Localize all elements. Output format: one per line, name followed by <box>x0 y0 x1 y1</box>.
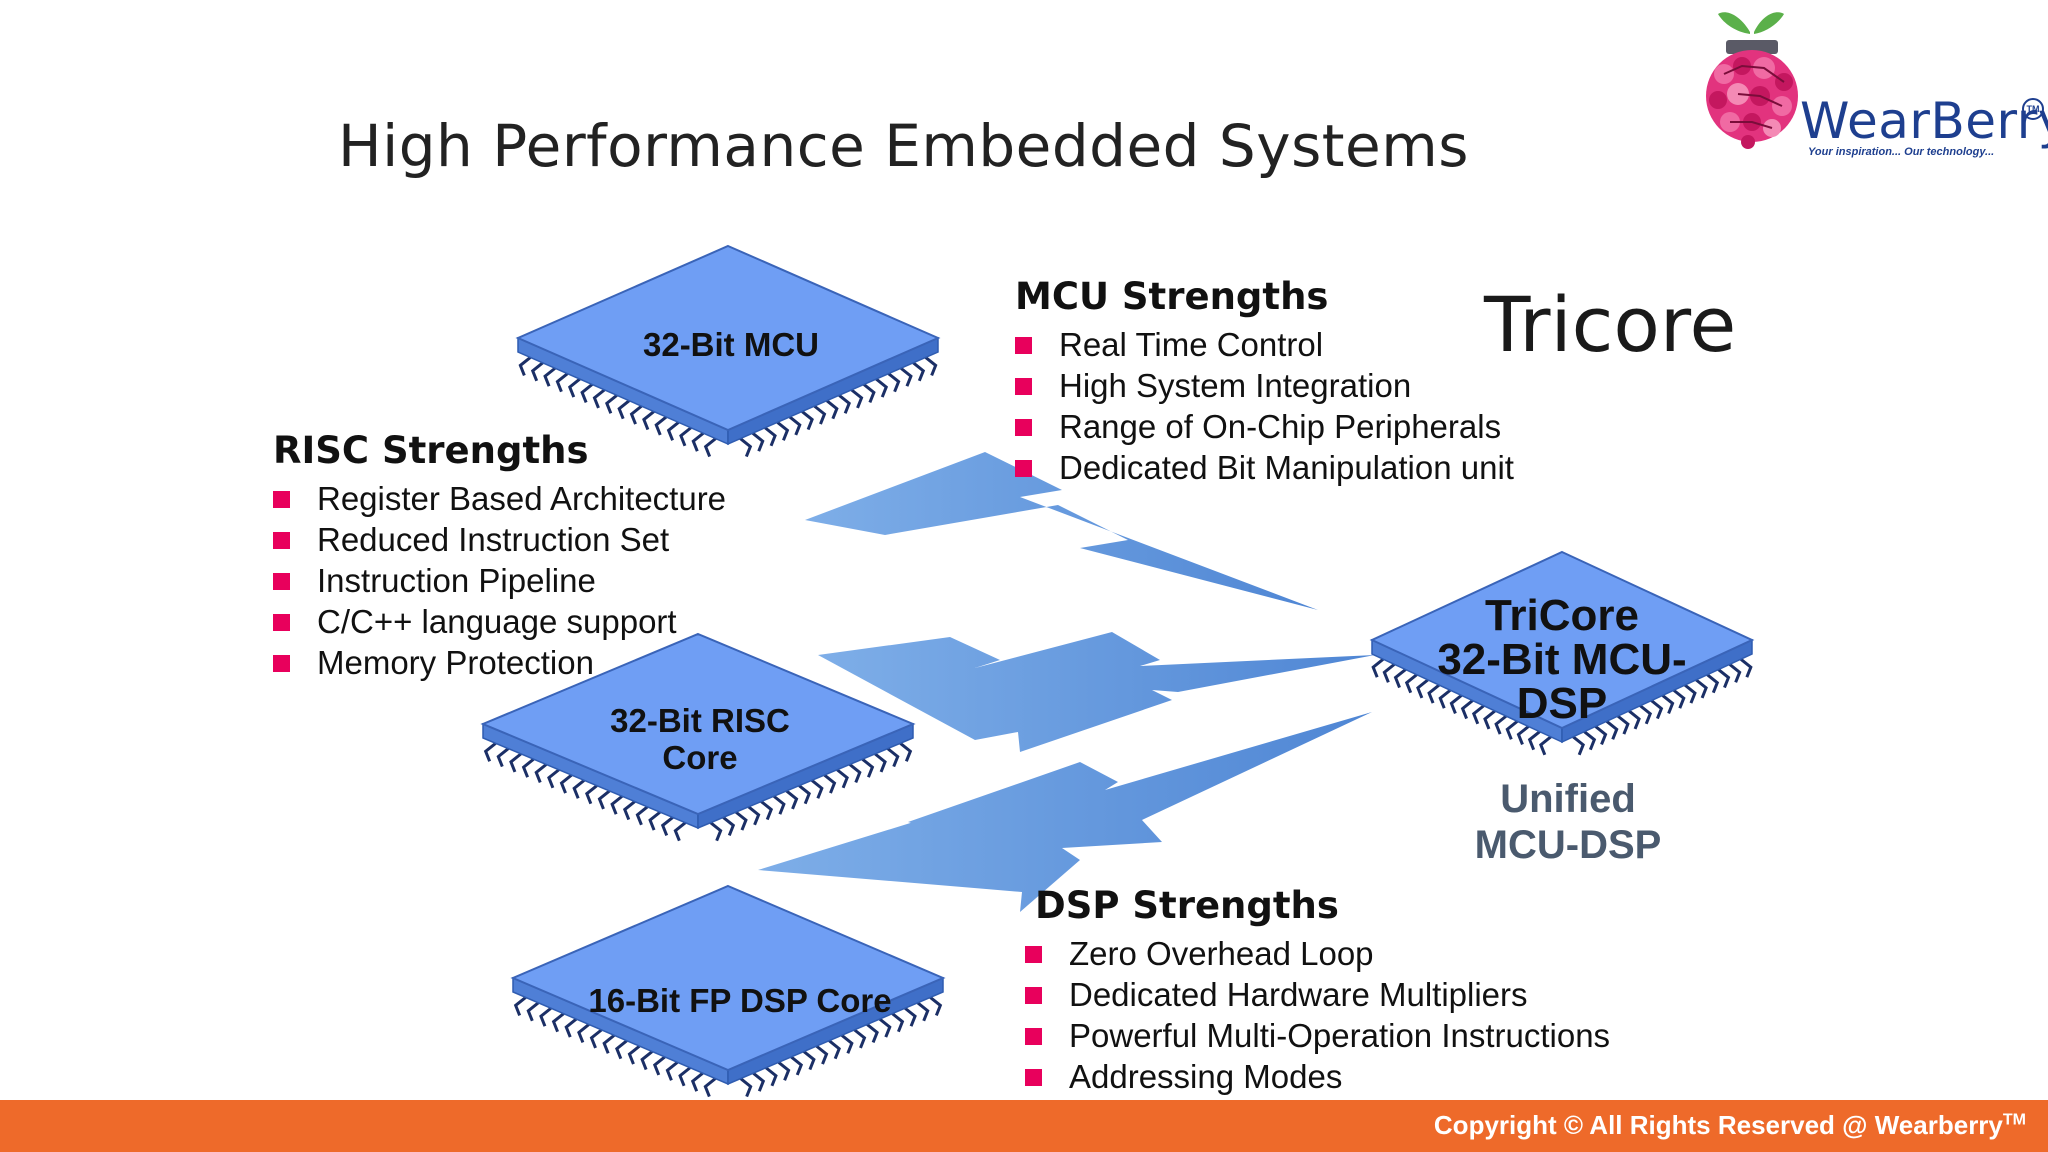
list-item-text: Addressing Modes <box>1069 1058 1343 1095</box>
bullet-icon <box>1015 378 1032 395</box>
tricore-chip-pins <box>1371 658 1753 756</box>
list-item: Instruction Pipeline <box>273 560 726 601</box>
dsp-chip <box>510 884 946 1098</box>
logo-brand-text: WearBerry <box>1800 92 2048 150</box>
list-item: Dedicated Bit Manipulation unit <box>1015 447 1514 488</box>
dsp-strengths-list: Zero Overhead Loop Dedicated Hardware Mu… <box>1025 933 1610 1097</box>
tricore-chip-label-line3: DSP <box>1517 679 1607 728</box>
list-item-text: Reduced Instruction Set <box>317 521 670 558</box>
bullet-icon <box>273 491 290 508</box>
list-item: C/C++ language support <box>273 601 726 642</box>
list-item-text: Real Time Control <box>1059 326 1324 363</box>
bullet-icon <box>1015 460 1032 477</box>
mcu-chip <box>515 244 941 458</box>
tricore-heading: Tricore <box>1484 280 1737 369</box>
risc-chip-pins <box>483 742 913 842</box>
risc-chip <box>480 632 916 842</box>
risc-strengths-list: Register Based Architecture Reduced Inst… <box>273 478 726 683</box>
list-item-text: C/C++ language support <box>317 603 677 640</box>
list-item: High System Integration <box>1015 365 1514 406</box>
list-item-text: Memory Protection <box>317 644 594 681</box>
bullet-icon <box>273 655 290 672</box>
dsp-lightning-bolt <box>758 712 1372 912</box>
tricore-chip <box>1369 550 1755 756</box>
bullet-icon <box>273 573 290 590</box>
risc-chip-label-line2: Core <box>662 739 737 776</box>
mcu-chip-pins <box>518 356 938 458</box>
mcu-strengths-block: MCU Strengths Real Time Control High Sys… <box>1015 275 1514 488</box>
unified-label-line1: Unified <box>1500 777 1636 821</box>
dsp-chip-label: 16-Bit FP DSP Core <box>588 982 891 1019</box>
footer-copyright: Copyright © All Rights Reserved @ Wearbe… <box>1434 1110 2026 1141</box>
dsp-chip-pins <box>513 996 943 1098</box>
footer-trademark: TM <box>2002 1111 2026 1129</box>
list-item: Range of On-Chip Peripherals <box>1015 406 1514 447</box>
risc-strengths-heading: RISC Strengths <box>273 429 589 472</box>
mcu-lightning-bolt <box>805 452 1318 610</box>
mcu-chip-label: 32-Bit MCU <box>643 326 819 363</box>
bullet-icon <box>1015 419 1032 436</box>
berry-icon <box>1706 12 1798 149</box>
risc-lightning-bolt <box>818 632 1375 752</box>
logo-trademark: TM <box>2022 98 2044 120</box>
page-title: High Performance Embedded Systems <box>338 112 1469 180</box>
bullet-icon <box>1025 1028 1042 1045</box>
list-item-text: Powerful Multi-Operation Instructions <box>1069 1017 1611 1054</box>
unified-label-line2: MCU-DSP <box>1475 823 1662 867</box>
list-item: Reduced Instruction Set <box>273 519 726 560</box>
list-item-text: Zero Overhead Loop <box>1069 935 1374 972</box>
tricore-chip-label-line2: 32-Bit MCU- <box>1437 635 1686 684</box>
list-item: Powerful Multi-Operation Instructions <box>1025 1015 1610 1056</box>
tricore-chip-label-line1: TriCore <box>1485 591 1639 640</box>
risc-strengths-block: RISC Strengths Register Based Architectu… <box>273 429 726 683</box>
bullet-icon <box>1025 987 1042 1004</box>
list-item: Register Based Architecture <box>273 478 726 519</box>
risc-chip-label-line1: 32-Bit RISC <box>610 702 790 739</box>
mcu-strengths-heading: MCU Strengths <box>1015 275 1329 318</box>
list-item-text: Instruction Pipeline <box>317 562 596 599</box>
list-item-text: Range of On-Chip Peripherals <box>1059 408 1502 445</box>
bullet-icon <box>1015 337 1032 354</box>
list-item: Memory Protection <box>273 642 726 683</box>
logo-tagline: Your inspiration... Our technology... <box>1808 146 1995 158</box>
bullet-icon <box>1025 946 1042 963</box>
list-item: Zero Overhead Loop <box>1025 933 1610 974</box>
dsp-strengths-block: DSP Strengths Zero Overhead Loop Dedicat… <box>1025 884 1610 1097</box>
footer-copyright-text: Copyright © All Rights Reserved @ Wearbe… <box>1433 1110 2003 1140</box>
bullet-icon <box>273 614 290 631</box>
footer-bar: Copyright © All Rights Reserved @ Wearbe… <box>0 1100 2048 1152</box>
list-item: Real Time Control <box>1015 324 1514 365</box>
list-item: Addressing Modes <box>1025 1056 1610 1097</box>
dsp-strengths-heading: DSP Strengths <box>1035 884 1339 927</box>
list-item-text: High System Integration <box>1059 367 1412 404</box>
list-item: Dedicated Hardware Multipliers <box>1025 974 1610 1015</box>
list-item-text: Dedicated Bit Manipulation unit <box>1059 449 1514 486</box>
wearberry-logo: WearBerry TM Your inspiration... Our tec… <box>1690 4 2048 164</box>
mcu-strengths-list: Real Time Control High System Integratio… <box>1015 324 1514 488</box>
list-item-text: Register Based Architecture <box>317 480 727 517</box>
bullet-icon <box>1025 1069 1042 1086</box>
bullet-icon <box>273 532 290 549</box>
list-item-text: Dedicated Hardware Multipliers <box>1069 976 1528 1013</box>
